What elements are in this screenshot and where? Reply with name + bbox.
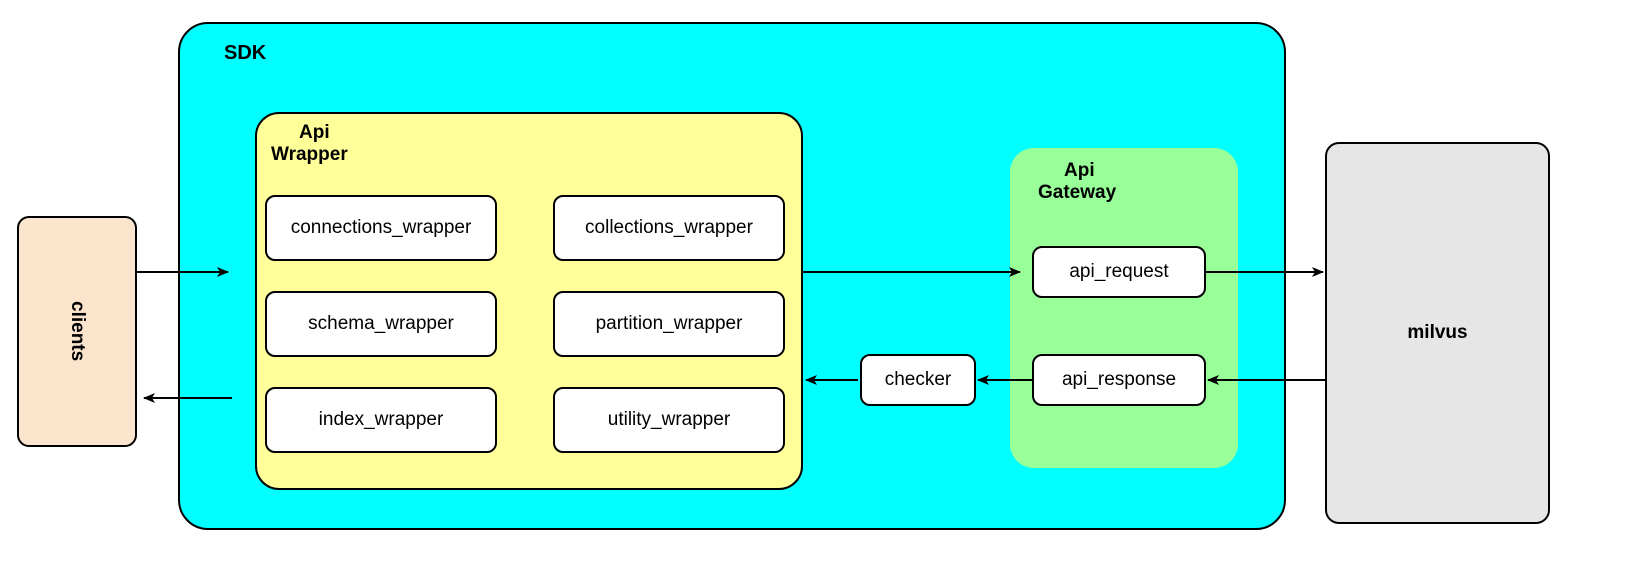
api-request-label: api_request <box>1069 261 1169 283</box>
module-label: schema_wrapper <box>308 313 454 335</box>
clients-node[interactable]: clients <box>17 216 137 447</box>
api-response-label: api_response <box>1061 369 1177 391</box>
sdk-label: SDK <box>224 42 267 64</box>
checker-label: checker <box>884 369 952 391</box>
module-label: utility_wrapper <box>607 409 731 431</box>
module-utility-wrapper[interactable]: utility_wrapper <box>553 387 785 453</box>
api-gateway-label: Api Gateway <box>1038 160 1117 203</box>
module-label: connections_wrapper <box>290 217 472 239</box>
module-label: collections_wrapper <box>585 217 753 239</box>
milvus-node[interactable]: milvus <box>1325 142 1550 524</box>
module-index-wrapper[interactable]: index_wrapper <box>265 387 497 453</box>
module-schema-wrapper[interactable]: schema_wrapper <box>265 291 497 357</box>
milvus-label: milvus <box>1407 322 1468 344</box>
api-response-node[interactable]: api_response <box>1032 354 1206 406</box>
api-gateway-container[interactable]: Api Gateway <box>1010 148 1238 468</box>
module-label: index_wrapper <box>318 409 444 431</box>
module-connections-wrapper[interactable]: connections_wrapper <box>265 195 497 261</box>
module-label: partition_wrapper <box>595 313 743 335</box>
api-request-node[interactable]: api_request <box>1032 246 1206 298</box>
api-wrapper-label: Api Wrapper <box>271 122 348 165</box>
checker-node[interactable]: checker <box>860 354 976 406</box>
module-partition-wrapper[interactable]: partition_wrapper <box>553 291 785 357</box>
module-collections-wrapper[interactable]: collections_wrapper <box>553 195 785 261</box>
clients-label: clients <box>66 301 88 362</box>
